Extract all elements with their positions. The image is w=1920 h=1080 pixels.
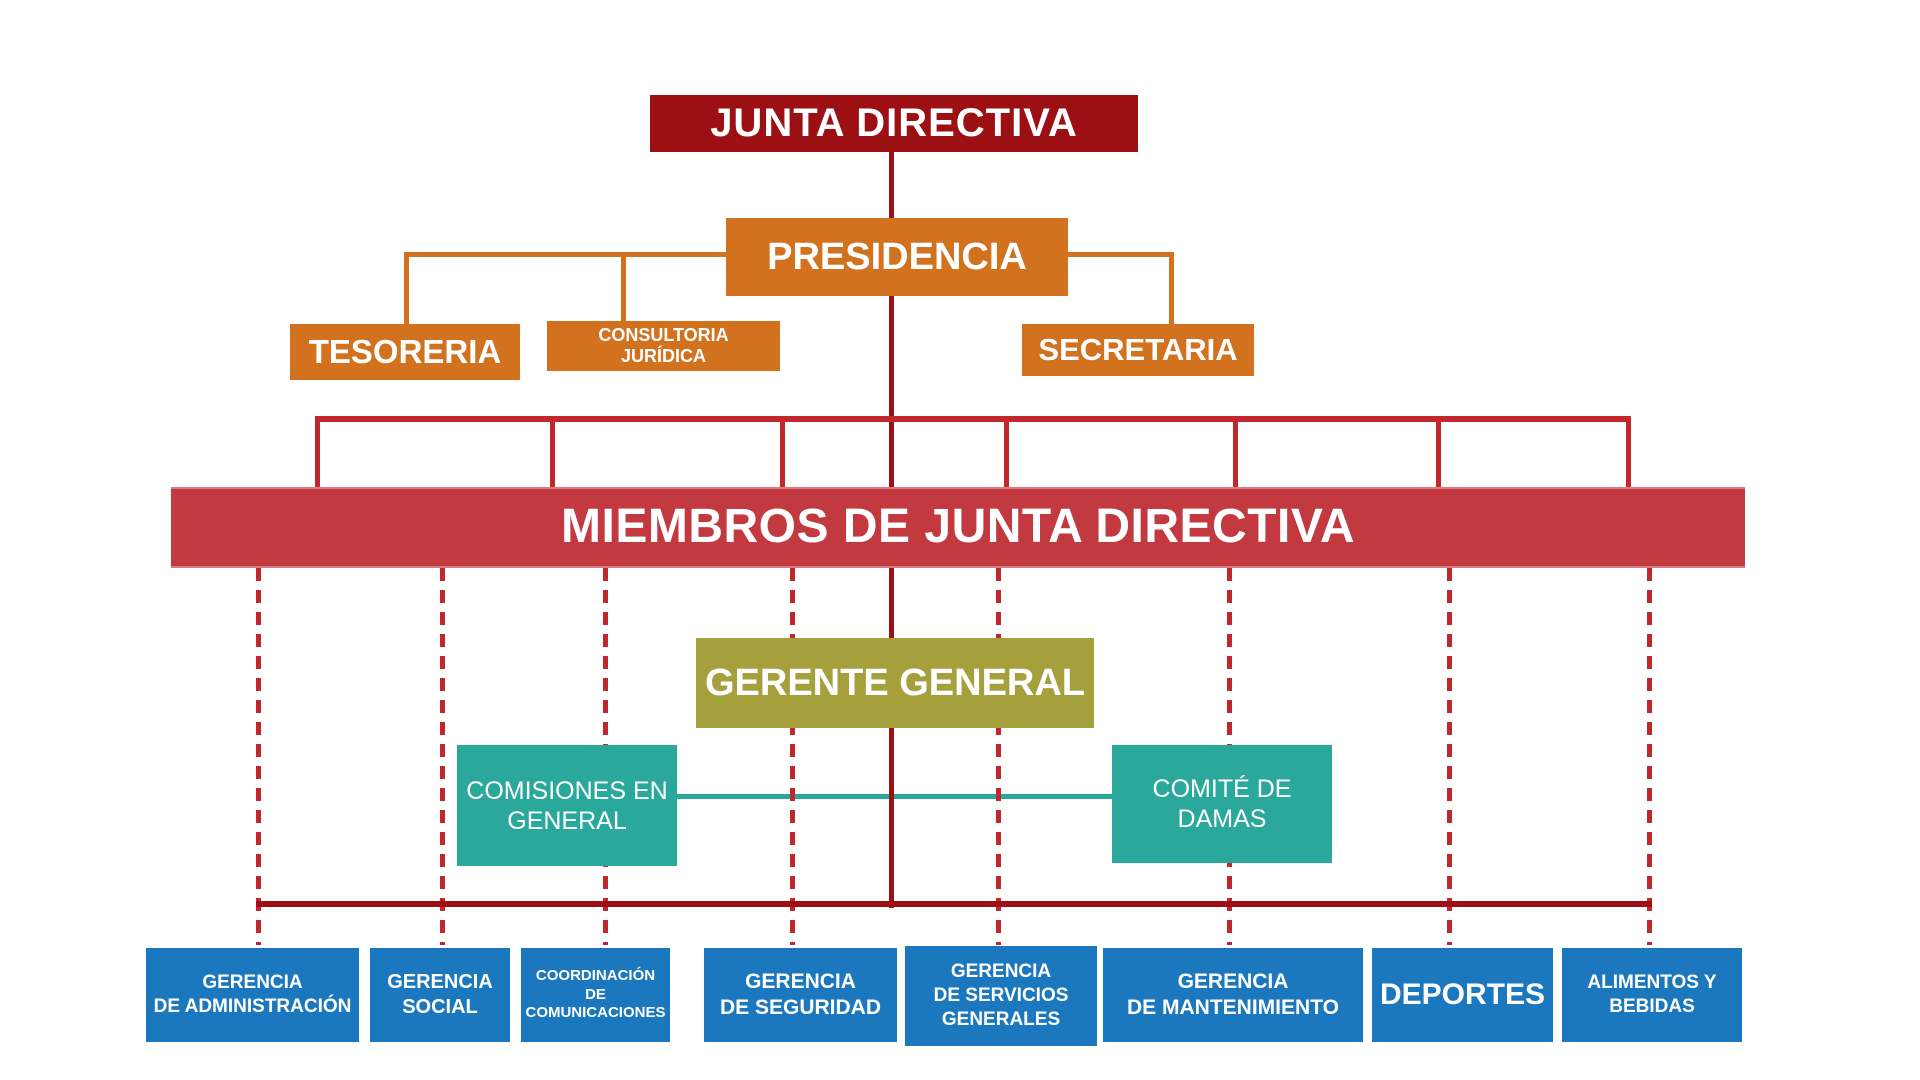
presidencia-box: PRESIDENCIA <box>726 218 1068 296</box>
alimentos-bebidas-box: ALIMENTOS Y BEBIDAS <box>1562 948 1742 1042</box>
gerente-general-box: GERENTE GENERAL <box>696 638 1094 728</box>
dashed-drop-line <box>256 568 261 945</box>
dashed-drop-line <box>1447 568 1452 945</box>
rail-tick <box>550 416 555 487</box>
miembros-junta-directiva-bar: MIEMBROS DE JUNTA DIRECTIVA <box>171 487 1745 568</box>
gerencia-seguridad-box: GERENCIA DE SEGURIDAD <box>704 948 897 1042</box>
gerencia-administracion-box: GERENCIA DE ADMINISTRACIÓN <box>146 948 359 1042</box>
dashed-drop-line <box>996 568 1001 945</box>
orange-connector-horizontal-right <box>1066 252 1174 257</box>
orange-connector-drop-tesoreria <box>404 252 409 324</box>
deportes-box: DEPORTES <box>1372 948 1553 1042</box>
rail-tick <box>1004 416 1009 487</box>
orange-connector-horizontal-left <box>404 252 728 257</box>
rail-tick <box>1233 416 1238 487</box>
consultoria-juridica-box: CONSULTORIA JURÍDICA <box>547 321 780 371</box>
orange-connector-drop-consultoria <box>621 252 626 321</box>
rail-tick <box>1626 416 1631 487</box>
rail-tick <box>780 416 785 487</box>
secretaria-box: SECRETARIA <box>1022 324 1254 376</box>
red-upper-rail <box>315 416 1631 422</box>
dashed-drop-line <box>440 568 445 945</box>
red-bottom-rail <box>256 901 1652 907</box>
orange-connector-drop-secretaria <box>1169 252 1174 324</box>
rail-tick <box>315 416 320 487</box>
junta-directiva-box: JUNTA DIRECTIVA <box>650 95 1138 152</box>
comisiones-en-general-box: COMISIONES EN GENERAL <box>457 745 677 866</box>
gerencia-mantenimiento-box: GERENCIA DE MANTENIMIENTO <box>1103 948 1363 1042</box>
coordinacion-comunicaciones-box: COORDINACIÓN DE COMUNICACIONES <box>521 948 670 1042</box>
dashed-drop-line <box>790 568 795 945</box>
tesoreria-box: TESORERIA <box>290 324 520 380</box>
rail-tick <box>1436 416 1441 487</box>
comite-de-damas-box: COMITÉ DE DAMAS <box>1112 745 1332 863</box>
gerencia-servicios-generales-box: GERENCIA DE SERVICIOS GENERALES <box>905 946 1097 1046</box>
teal-connector-comisiones-comite <box>677 794 1112 799</box>
dashed-drop-line <box>1647 568 1652 945</box>
gerencia-social-box: GERENCIA SOCIAL <box>370 948 510 1042</box>
